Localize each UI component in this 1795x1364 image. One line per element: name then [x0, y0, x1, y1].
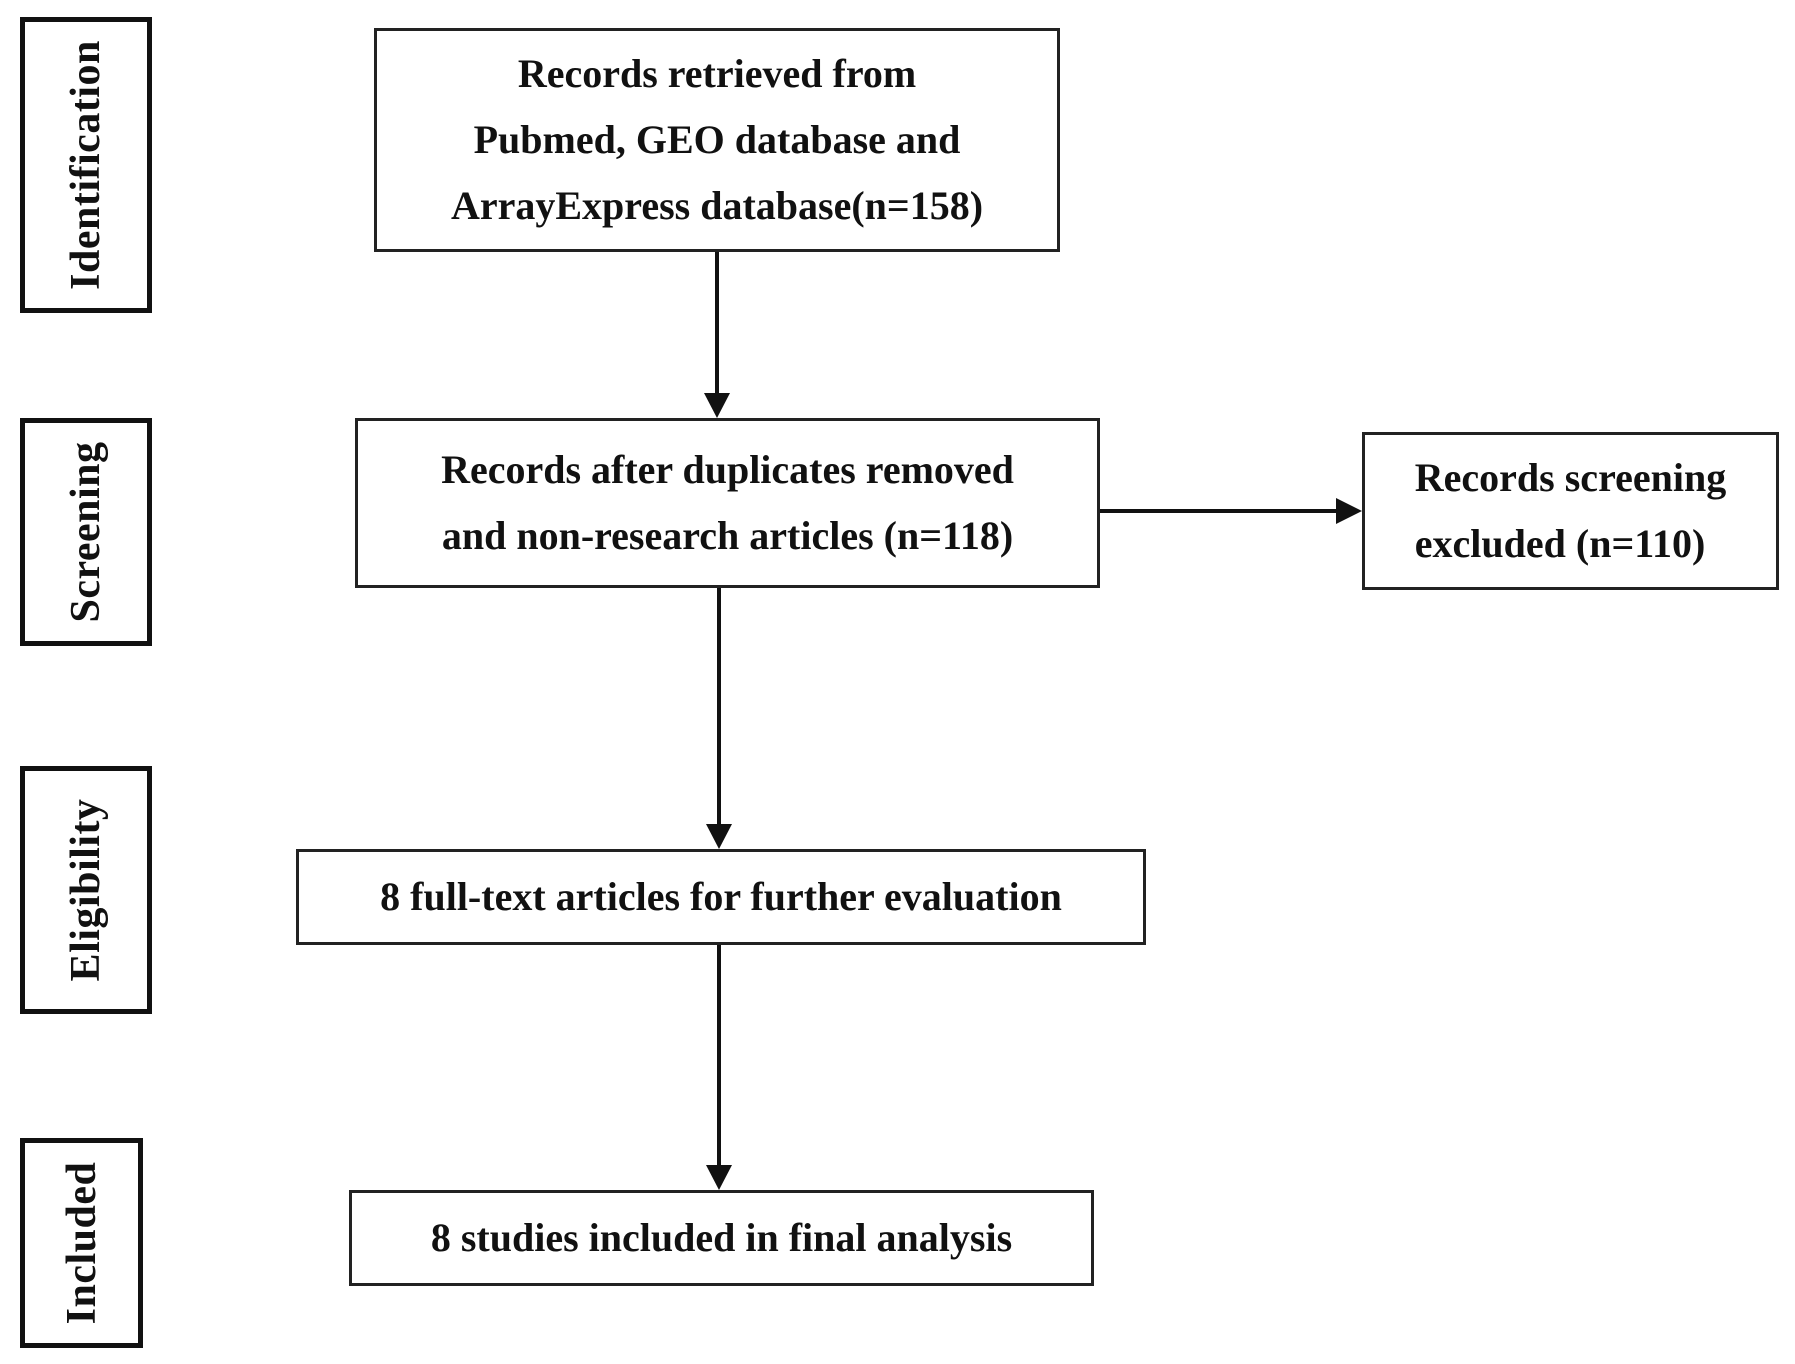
- stage-screening-label: Screening: [63, 441, 109, 623]
- stage-included-label: Included: [58, 1161, 105, 1325]
- arrow-screening-to-excluded: [1100, 498, 1362, 524]
- screening-excluded-box: Records screening excluded (n=110): [1362, 432, 1779, 590]
- screening-excluded-text: Records screening excluded (n=110): [1414, 455, 1727, 566]
- stage-eligibility-box: Eligibility: [20, 766, 152, 1014]
- stage-identification-label: Identification: [63, 40, 109, 290]
- records-retrieved-text: Records retrieved from Pubmed, GEO datab…: [450, 51, 984, 228]
- stage-included-box: Included: [20, 1138, 143, 1348]
- stage-eligibility-label: Eligibility: [63, 798, 109, 982]
- arrow-screening-to-eligibility: [706, 588, 732, 849]
- arrow-retrieved-to-screening: [704, 252, 730, 418]
- stage-screening-box: Screening: [20, 418, 152, 646]
- final-analysis-text: 8 studies included in final analysis: [430, 1215, 1013, 1260]
- full-text-text: 8 full-text articles for further evaluat…: [380, 874, 1062, 919]
- final-analysis-box: 8 studies included in final analysis: [349, 1190, 1094, 1286]
- records-retrieved-box: Records retrieved from Pubmed, GEO datab…: [374, 28, 1060, 252]
- after-duplicates-box: Records after duplicates removed and non…: [355, 418, 1100, 588]
- stage-identification-box: Identification: [20, 17, 152, 313]
- after-duplicates-text: Records after duplicates removed and non…: [441, 447, 1014, 558]
- arrow-eligibility-to-included: [706, 945, 732, 1190]
- full-text-box: 8 full-text articles for further evaluat…: [296, 849, 1146, 945]
